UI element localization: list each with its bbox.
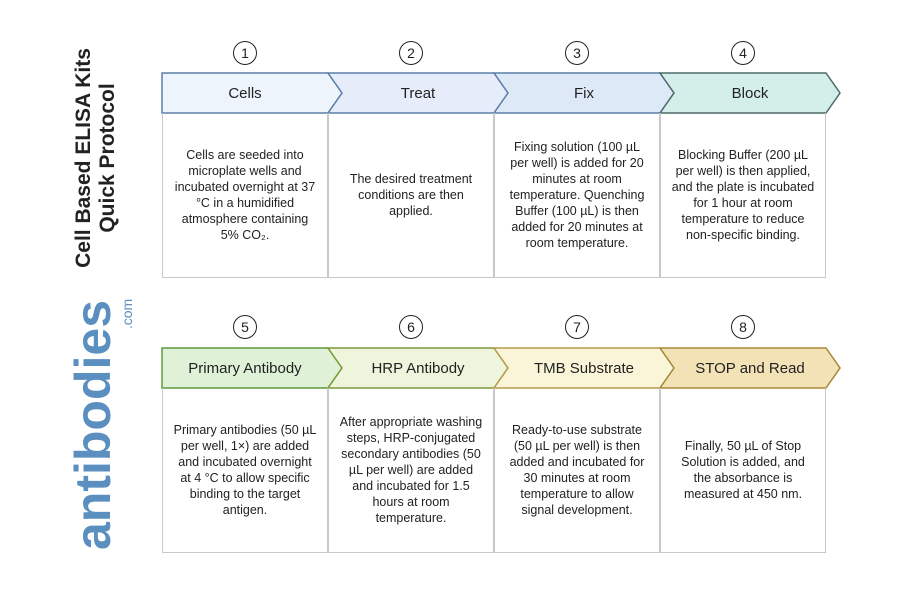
chevron-step-4 <box>658 72 841 114</box>
step-label: STOP and Read <box>695 359 805 377</box>
step-description: After appropriate washing steps, HRP-con… <box>328 388 494 553</box>
step-label: Treat <box>400 84 436 102</box>
step-description: The desired treatment conditions are the… <box>328 113 494 278</box>
step-number-badge: 1 <box>233 41 257 65</box>
step-number-badge: 2 <box>399 41 423 65</box>
step-description: Ready-to-use substrate (50 µL per well) … <box>494 388 660 553</box>
step-number-badge: 3 <box>565 41 589 65</box>
step-description: Finally, 50 µL of Stop Solution is added… <box>660 388 826 553</box>
step-label: TMB Substrate <box>533 359 635 377</box>
step-number-badge: 4 <box>731 41 755 65</box>
step-label: Cells <box>228 84 262 102</box>
step-number-badge: 7 <box>565 315 589 339</box>
step-number-badge: 8 <box>731 315 755 339</box>
step-label: Primary Antibody <box>188 359 302 377</box>
step-number-badge: 6 <box>399 315 423 339</box>
step-description: Blocking Buffer (200 µL per well) is the… <box>660 113 826 278</box>
step-label: Block <box>731 84 769 102</box>
step-label: HRP Antibody <box>371 359 465 377</box>
chevron-step-8 <box>658 347 841 389</box>
step-description: Fixing solution (100 µL per well) is add… <box>494 113 660 278</box>
step-number-badge: 5 <box>233 315 257 339</box>
step-description: Primary antibodies (50 µL per well, 1×) … <box>162 388 328 553</box>
step-label: Fix <box>574 84 594 102</box>
step-description: Cells are seeded into microplate wells a… <box>162 113 328 278</box>
